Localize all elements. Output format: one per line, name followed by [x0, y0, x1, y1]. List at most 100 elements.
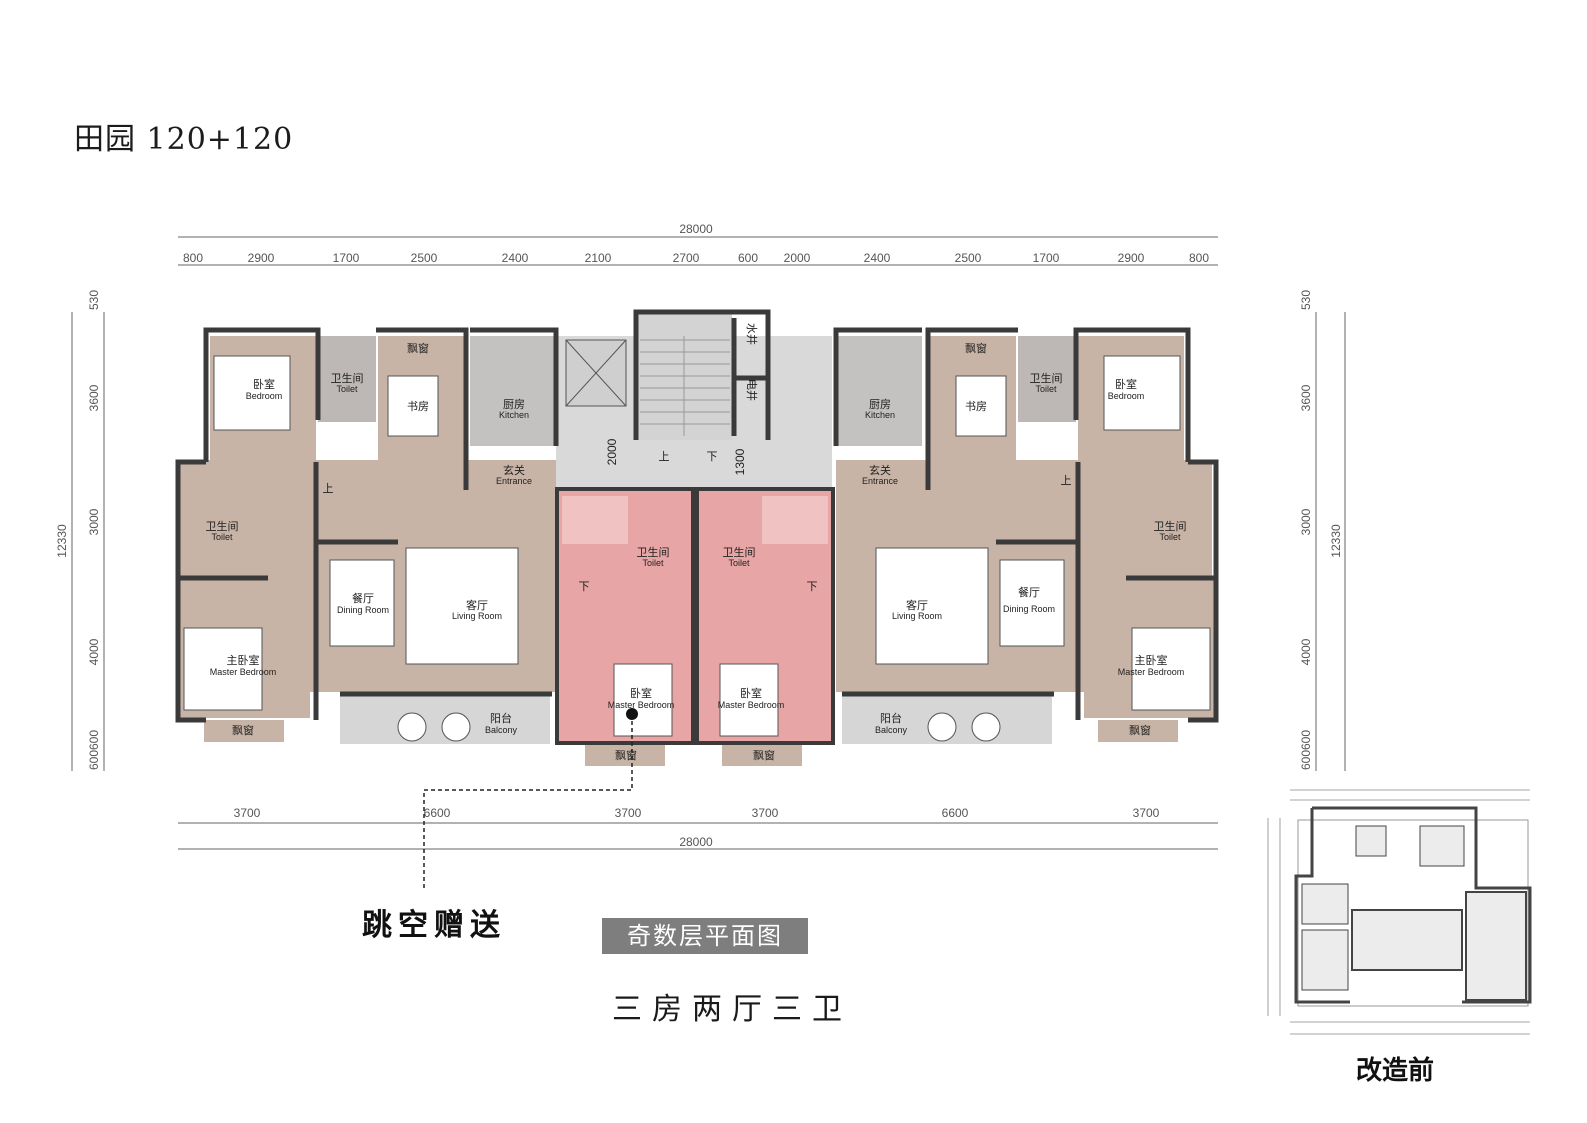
label-bay: 飘窗	[753, 748, 775, 762]
floor-left-bay	[204, 720, 284, 742]
annotation-marker	[626, 708, 638, 720]
label-toilet-cn: 卫生间	[1030, 371, 1063, 385]
label-kitchen-cn: 厨房	[503, 398, 525, 411]
label-toilet-en: Toilet	[1035, 384, 1057, 394]
dim-bottom-label: 6600	[942, 806, 969, 820]
duplex-right-bed	[719, 663, 779, 737]
room-labels: 卧室 Bedroom 卫生间 Toilet 书房 飘窗 厨房 Kitchen 玄…	[206, 323, 1187, 762]
dim-left-col: 12330 530 3600 3000 4000 600 600	[55, 290, 101, 770]
label-toilet-cn: 卫生间	[206, 519, 239, 533]
dim-side-total: 12330	[1329, 524, 1343, 558]
label-mbed-en: Master Bedroom	[608, 700, 675, 710]
label-dining-cn: 餐厅	[352, 591, 374, 605]
right-dining-table	[999, 559, 1065, 647]
label-study-cn: 书房	[965, 400, 987, 413]
dim-side-label: 3000	[87, 508, 101, 535]
dim-top-label: 2400	[502, 251, 529, 265]
label-master-en: Master Bedroom	[1118, 667, 1185, 677]
dim-top-label: 600	[738, 251, 758, 265]
dim-top-label: 800	[183, 251, 203, 265]
label-bay: 飘窗	[965, 341, 987, 355]
label-dining-cn: 餐厅	[1018, 585, 1040, 599]
dim-top-label: 2500	[955, 251, 982, 265]
dim-total-bottom: 28000	[679, 835, 713, 849]
label-toilet-cn: 卫生间	[331, 371, 364, 385]
dim-bottom-row: 3700 6600 3700 3700 6600 3700	[234, 806, 1160, 820]
label-down: 下	[807, 581, 818, 593]
balcony-chair	[971, 712, 1001, 742]
right-living-sofa	[875, 547, 989, 665]
label-master-cn: 主卧室	[1135, 653, 1168, 667]
dim-side-label: 600	[1299, 750, 1313, 770]
before-caption: 改造前	[1356, 1056, 1435, 1086]
label-up: 上	[1061, 474, 1072, 487]
label-mbed-cn: 卧室	[630, 686, 652, 700]
dim-side-label: 600	[1299, 730, 1313, 750]
dim-side-label: 3600	[87, 384, 101, 411]
label-bedroom-cn: 卧室	[1115, 377, 1137, 391]
label-study-cn: 书房	[407, 400, 429, 413]
label-mbed-cn: 卧室	[740, 686, 762, 700]
label-kitchen-en: Kitchen	[499, 410, 529, 420]
dim-bottom-label: 6600	[424, 806, 451, 820]
label-bay: 飘窗	[232, 723, 254, 737]
label-toilet-en: Toilet	[728, 558, 750, 568]
balcony-chair	[927, 712, 957, 742]
label-entrance-cn: 玄关	[869, 463, 891, 477]
annotation-leader	[423, 714, 633, 890]
floor-right-bay	[1098, 720, 1178, 742]
label-bay: 飘窗	[407, 341, 429, 355]
label-bedroom-en: Bedroom	[246, 391, 283, 401]
dim-side-label: 600	[87, 730, 101, 750]
right-study-desk	[955, 375, 1007, 437]
left-dining-table	[329, 559, 395, 647]
dim-side-label: 3000	[1299, 508, 1313, 535]
label-toilet-cn: 卫生间	[637, 545, 670, 559]
dim-side-label: 4000	[1299, 638, 1313, 665]
highlight-left-upper	[562, 496, 628, 544]
page-title: 田园 120+120	[74, 122, 294, 157]
bay-bottom-left	[585, 744, 665, 766]
dim-bottom-label: 3700	[752, 806, 779, 820]
label-bedroom-en: Bedroom	[1108, 391, 1145, 401]
label-dining-en: Dining Room	[337, 605, 389, 615]
bay-bottom-right	[722, 744, 802, 766]
before-thumbnail	[1267, 789, 1532, 1035]
left-study-desk	[387, 375, 439, 437]
dim-stair-left: 2000	[605, 438, 619, 465]
dim-bottom-label: 3700	[1133, 806, 1160, 820]
layout-caption: 三房两厅三卫	[612, 992, 852, 1027]
label-master-cn: 主卧室	[227, 653, 260, 667]
label-kitchen-en: Kitchen	[865, 410, 895, 420]
dim-top-label: 2900	[1118, 251, 1145, 265]
dim-side-label: 600	[87, 750, 101, 770]
left-living-sofa	[405, 547, 519, 665]
label-up: 上	[323, 482, 334, 495]
dim-top-label: 2500	[411, 251, 438, 265]
label-living-en: Living Room	[892, 611, 942, 621]
label-kitchen-cn: 厨房	[869, 398, 891, 411]
highlight-right-upper	[762, 496, 828, 544]
label-balcony-cn: 阳台	[880, 711, 902, 725]
walls	[175, 309, 1219, 745]
balcony-chair	[397, 712, 427, 742]
dim-right-col: 12330 530 3600 3000 4000 600 600	[1299, 290, 1343, 770]
label-toilet-en: Toilet	[642, 558, 664, 568]
floor-left-toilet	[318, 336, 376, 422]
dim-top-label: 2400	[864, 251, 891, 265]
label-toilet-cn: 卫生间	[1154, 519, 1187, 533]
stair-treads	[640, 336, 730, 436]
duplex-left-bed	[613, 663, 673, 737]
right-bedroom-bed	[1103, 355, 1181, 431]
right-master-bed	[1131, 627, 1211, 711]
dim-side-label: 3600	[1299, 384, 1313, 411]
label-down: 下	[707, 451, 718, 463]
dim-side-label: 530	[1299, 290, 1313, 310]
floor-left-kitchen	[470, 336, 554, 446]
dim-top-label: 1700	[1033, 251, 1060, 265]
dim-top-label: 1700	[333, 251, 360, 265]
dim-side-label: 4000	[87, 638, 101, 665]
dim-top-label: 2900	[248, 251, 275, 265]
label-down: 下	[579, 581, 590, 593]
